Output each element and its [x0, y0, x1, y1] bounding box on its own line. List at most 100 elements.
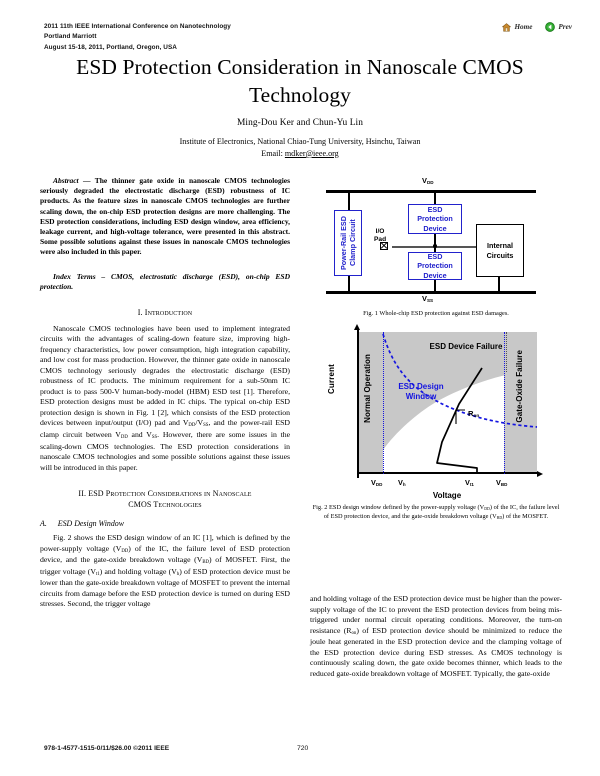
esd-failure-curve — [382, 333, 538, 428]
region-label-esd-design-window: ESD Design Window — [398, 382, 444, 401]
figure-1-caption: Fig. 1 Whole-chip ESD protection against… — [363, 310, 509, 317]
vbd-boundary-line — [504, 332, 505, 474]
section-heading-esd-considerations: II. ESD Protection Considerations in Nan… — [40, 489, 290, 510]
region-label-esd-device-failure: ESD Device Failure — [429, 342, 503, 351]
xtick-vt1-sub: t1 — [469, 481, 474, 487]
footer-page-number: 720 — [297, 745, 309, 752]
wire-internal-to-vss — [498, 277, 500, 292]
esd-protection-device-top-block: ESD Protection Device — [408, 204, 462, 234]
chart-x-axis — [357, 472, 537, 474]
design-window-paragraph: Fig. 2 shows the ESD design window of an… — [40, 533, 290, 610]
intro-paragraph: Nanoscale CMOS technologies have been us… — [40, 323, 290, 472]
figure-1: VDD VSS Power-Rail ESD Clamp Circuit ESD… — [310, 176, 562, 319]
wire-esd-top-to-vdd — [434, 190, 436, 204]
xtick-vh-sub: h — [402, 481, 406, 487]
vdd-boundary-line — [383, 332, 384, 474]
fig2-caption-line1-end: ) of — [489, 504, 499, 511]
xtick-vbd-base: V — [496, 478, 501, 487]
vss-label-base: V — [422, 294, 427, 303]
xtick-vt1-base: V — [465, 478, 470, 487]
conference-header: 2011 11th IEEE International Conference … — [44, 22, 231, 53]
wire-esd-bottom-to-vss — [434, 280, 436, 292]
region-label-gate-oxide-failure: Gate-Oxide Failure — [515, 350, 524, 423]
sub-dd-2: DD — [120, 434, 128, 440]
io-pad-label-line2: Pad — [374, 235, 387, 243]
sub-dd-1: DD — [188, 423, 196, 429]
xtick-vdd-base: V — [371, 478, 376, 487]
intro-text-c: . However, there are some issues in the … — [40, 429, 290, 472]
author-list: Ming-Dou Ker and Chun-Yu Lin — [236, 118, 364, 128]
chart-y-axis-label: Current — [327, 364, 336, 395]
nav-home-link[interactable]: Home — [502, 22, 532, 32]
vdd-label-base: V — [422, 176, 427, 185]
region-normal-operation-shade — [358, 332, 383, 474]
power-rail-esd-clamp-circuit-block: Power-Rail ESD Clamp Circuit — [334, 210, 362, 276]
fig2-caption-sub-dd: DD — [484, 506, 490, 511]
fig2-caption-line2: the IC, the failure level of ESD protect… — [323, 504, 560, 520]
xtick-vbd-sub: BD — [500, 481, 508, 487]
vss-label-sub: SS — [426, 298, 434, 303]
y-axis-arrow-icon — [354, 324, 360, 330]
region-label-normal-operation: Normal Operation — [363, 354, 372, 423]
esd-device-iv-curve — [436, 367, 483, 472]
intro-text-b: , and the power-rail ESD clamp circuit b… — [40, 418, 290, 439]
sub-h: h — [176, 571, 180, 577]
section2-heading-line2: CMOS Technologies — [128, 499, 202, 509]
conference-name: 2011 11th IEEE International Conference … — [44, 23, 231, 30]
chart-x-axis-label: Voltage — [432, 491, 462, 500]
sub-t1: t1 — [95, 571, 100, 577]
figure-2: Normal Operation Gate-Oxide Failure ESD … — [310, 324, 562, 522]
index-terms-paragraph: Index Terms – CMOS, electrostatic discha… — [40, 272, 290, 292]
index-terms-text: CMOS, electrostatic discharge (ESD), on-… — [40, 271, 291, 291]
rc-text-2: ) of ESD protection device should be min… — [310, 625, 562, 678]
subsection-title: ESD Design Window — [57, 519, 124, 529]
power-rail-clamp-label: Power-Rail ESD Clamp Circuit — [338, 216, 357, 270]
vdd-rail-label: VDD — [422, 176, 434, 185]
conference-date-location: August 15-18, 2011, Portland, Oregon, US… — [44, 43, 177, 51]
esd-design-window-chart: Normal Operation Gate-Oxide Failure ESD … — [325, 324, 549, 500]
io-pad-symbol — [380, 242, 388, 250]
email-link[interactable]: mdker@ieee.org — [284, 148, 339, 158]
right-column-text: and holding voltage of the ESD protectio… — [310, 594, 562, 679]
dw-text-5: ) of ESD protection device must be lower… — [40, 566, 290, 609]
x-axis-arrow-icon — [537, 471, 543, 477]
wire-io-signal — [392, 246, 500, 248]
xtick-vt1: Vt1 — [465, 478, 474, 487]
xtick-vbd: VBD — [496, 478, 507, 487]
vdd-label-sub: DD — [426, 180, 434, 185]
page-title: ESD Protection Consideration in Nanoscal… — [76, 55, 524, 107]
figure-1-diagram: VDD VSS Power-Rail ESD Clamp Circuit ESD… — [310, 176, 562, 306]
wire-clamp-to-vss — [348, 276, 350, 292]
fig2-caption-sub-bd: BD — [496, 515, 503, 520]
dw-text-2: ) of the IC, the failure level of ESD pr… — [40, 543, 290, 565]
section2-heading-line1: II. ESD Protection Considerations in Nan… — [78, 489, 252, 498]
email-label: Email: — [261, 148, 285, 158]
io-pad-label: I/O Pad — [374, 228, 386, 244]
right-column-paragraph: and holding voltage of the ESD protectio… — [310, 594, 562, 679]
ron-base: R — [468, 409, 474, 418]
vdd-power-rail — [326, 190, 536, 193]
internal-circuits-block: Internal Circuits — [476, 224, 524, 277]
fig2-caption-line1: Fig. 2 ESD design window defined by the … — [312, 504, 485, 511]
document-nav: Home Prev — [502, 22, 572, 32]
sub-ss-2: SS — [151, 434, 158, 440]
abstract-dash: — — [78, 176, 95, 185]
subsection-heading-esd-design-window: A.ESD Design Window — [40, 519, 290, 528]
sub-ss-1: SS — [203, 423, 209, 429]
esd-protection-device-bottom-block: ESD Protection Device — [408, 252, 462, 280]
sub-on: on — [351, 630, 357, 636]
vss-power-rail — [326, 291, 536, 294]
wire-clamp-to-vdd — [348, 190, 350, 210]
conference-venue: Portland Marriott — [44, 33, 97, 41]
affiliation-text: Institute of Electronics, National Chiao… — [179, 137, 421, 146]
left-column: Abstract — The thinner gate oxide in nan… — [40, 176, 290, 610]
dw-text-3: ) of MOSFET. First, the trigger voltage … — [40, 555, 290, 576]
rc-text-1: and holding voltage of the ESD protectio… — [310, 594, 562, 635]
figure-2-caption: Fig. 2 ESD design window defined by the … — [310, 504, 562, 522]
nav-prev-link[interactable]: Prev — [545, 22, 572, 32]
abstract-paragraph: Abstract — The thinner gate oxide in nan… — [40, 176, 290, 258]
chart-y-axis — [357, 328, 359, 478]
fig2-caption-line3a: breakdown voltage (V — [439, 512, 497, 520]
xtick-vdd-sub: DD — [375, 481, 383, 487]
sub-bd-1: BD — [202, 560, 210, 566]
